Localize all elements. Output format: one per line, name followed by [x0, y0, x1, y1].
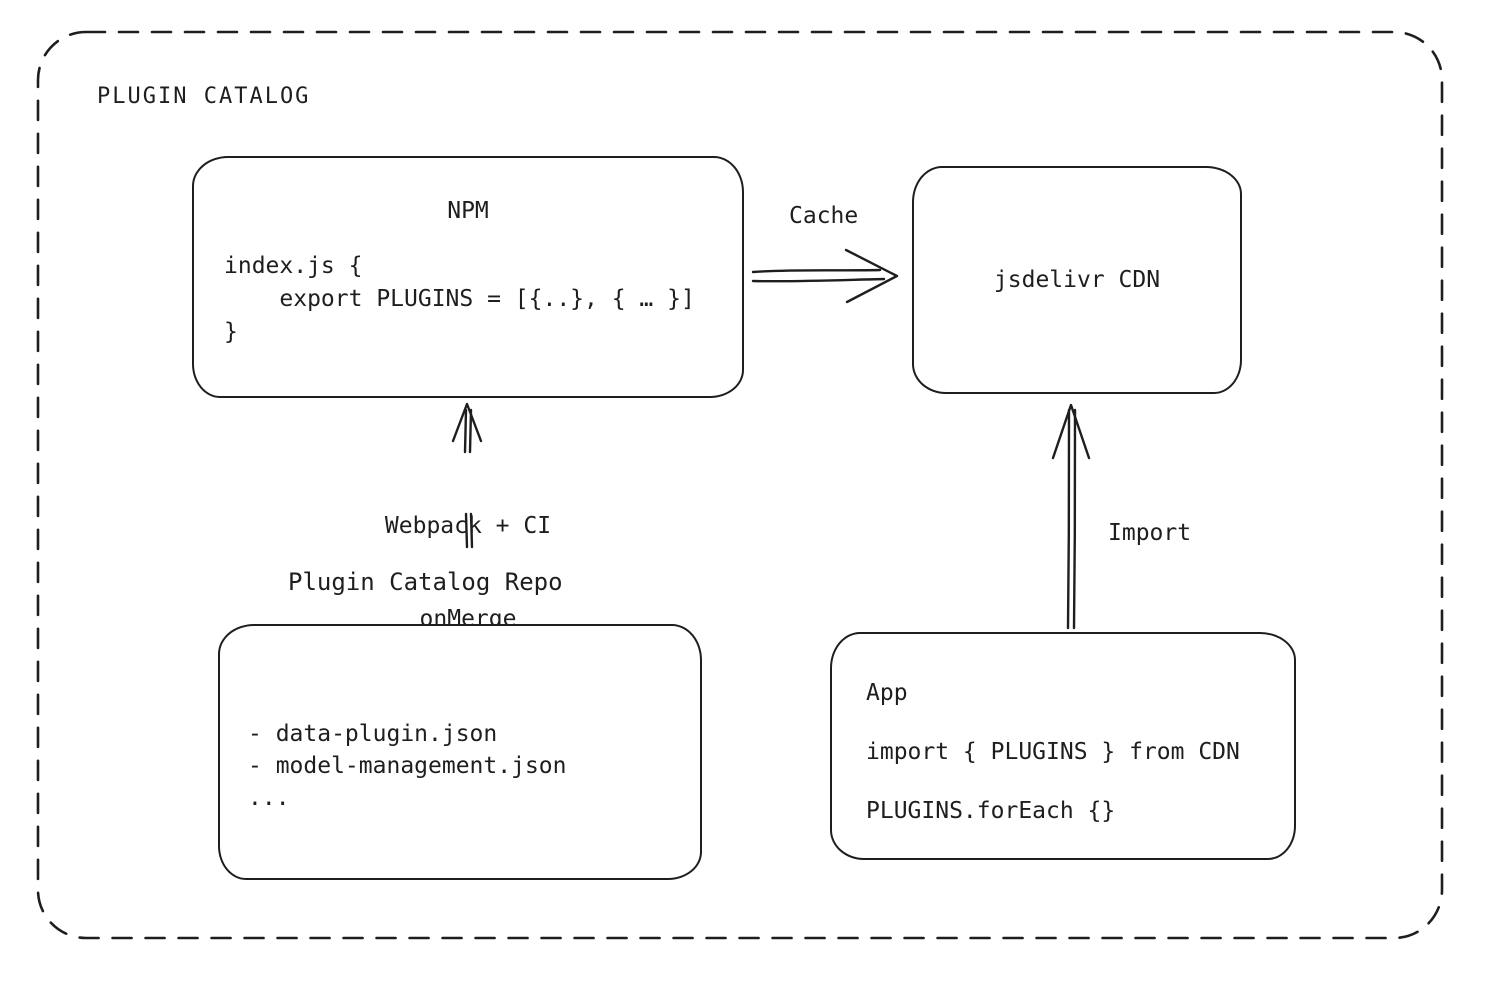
npm-code-line: export PLUGINS = [{..}, { … }] [224, 286, 695, 312]
app-code-line: PLUGINS.forEach {} [866, 798, 1116, 824]
npm-box-title: NPM [447, 198, 489, 224]
app-box: App import { PLUGINS } from CDN PLUGINS.… [830, 632, 1296, 860]
repo-file-item: - model-management.json [248, 753, 567, 779]
npm-code-line: index.js { [224, 253, 363, 279]
repo-title: Plugin Catalog Repo [288, 568, 563, 596]
npm-code-block: index.js { export PLUGINS = [{..}, { … }… [194, 250, 742, 349]
app-box-title: App [866, 680, 908, 706]
npm-box: NPM index.js { export PLUGINS = [{..}, {… [192, 156, 744, 398]
cdn-box: jsdelivr CDN [912, 166, 1242, 394]
webpack-ci-label-line1: Webpack + CI [384, 513, 552, 539]
cache-arrow [751, 248, 899, 304]
repo-box: - data-plugin.json - model-management.js… [218, 624, 702, 880]
app-code-line: import { PLUGINS } from CDN [866, 739, 1240, 765]
cache-arrow-label: Cache [789, 203, 859, 229]
repo-file-item: ... [248, 785, 290, 811]
npm-code-line: } [224, 319, 238, 345]
diagram-title: PLUGIN CATALOG [97, 84, 311, 109]
repo-file-item: - data-plugin.json [248, 721, 498, 747]
import-arrow [1051, 403, 1091, 630]
import-arrow-label: Import [1108, 520, 1192, 546]
cdn-box-label: jsdelivr CDN [993, 267, 1161, 293]
